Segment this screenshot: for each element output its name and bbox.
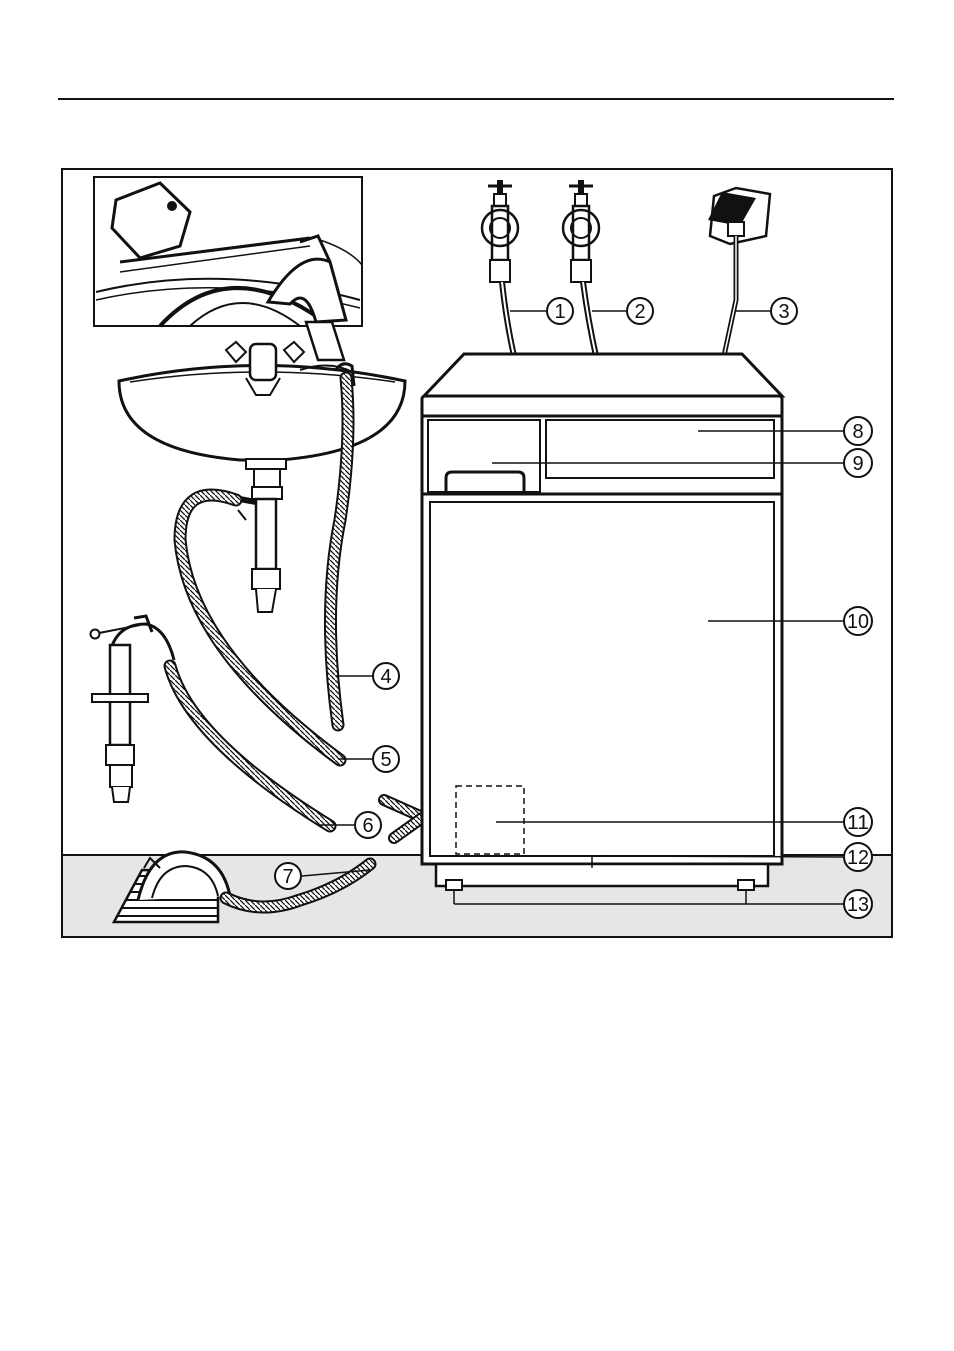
callout-label: 13 [847, 894, 869, 916]
callout-9: 9 [844, 449, 872, 477]
standpipe [91, 616, 175, 802]
callout-6: 6 [355, 812, 381, 838]
callout-label: 10 [847, 611, 869, 633]
callout-7: 7 [275, 863, 301, 889]
callout-label: 12 [847, 847, 869, 869]
callout-11: 11 [844, 808, 872, 836]
callout-8: 8 [844, 417, 872, 445]
power-socket [708, 188, 770, 356]
callout-label: 7 [282, 866, 293, 888]
callout-2: 2 [627, 298, 653, 324]
callout-4: 4 [373, 663, 399, 689]
callout-12: 12 [844, 843, 872, 871]
water-tap-1 [482, 180, 518, 356]
callout-label: 1 [554, 301, 565, 323]
callout-label: 5 [380, 749, 391, 771]
hose-stubs [384, 800, 422, 838]
machine [422, 354, 782, 890]
callout-13: 13 [844, 890, 872, 918]
inset-detail [94, 177, 362, 326]
callout-label: 6 [362, 815, 373, 837]
callout-5: 5 [373, 746, 399, 772]
callout-label: 11 [847, 812, 869, 834]
callout-label: 2 [634, 301, 645, 323]
callout-3: 3 [771, 298, 797, 324]
water-tap-2 [563, 180, 599, 356]
callout-10: 10 [844, 607, 872, 635]
callout-label: 4 [380, 666, 391, 688]
callout-label: 3 [778, 301, 789, 323]
callout-label: 9 [852, 453, 863, 475]
callout-1: 1 [547, 298, 573, 324]
callout-label: 8 [852, 421, 863, 443]
wash-basin [119, 322, 405, 612]
